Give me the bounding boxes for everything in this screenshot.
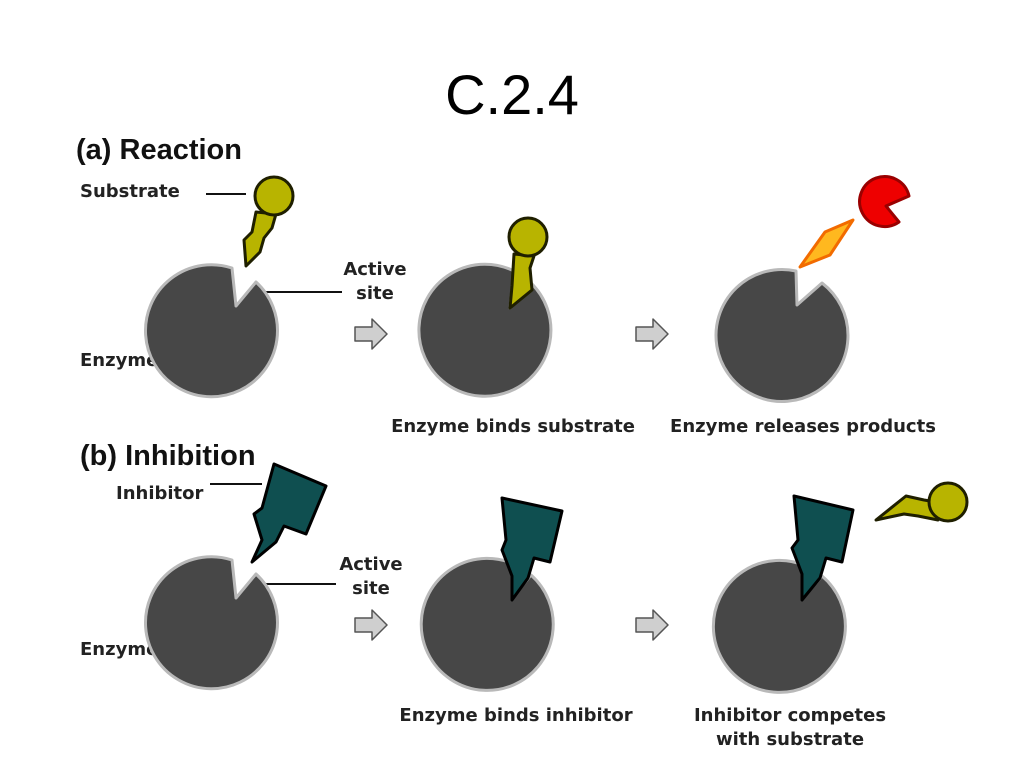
inhibitor-b3 bbox=[790, 494, 855, 602]
substrate-label: Substrate bbox=[80, 181, 180, 202]
arrow-a2 bbox=[635, 318, 669, 350]
enzyme-a2 bbox=[417, 262, 553, 398]
substrate-a1 bbox=[242, 175, 295, 268]
enzyme-label-a: Enzyme bbox=[80, 350, 159, 371]
active-site-label-b: Active site bbox=[339, 554, 403, 599]
enzyme-a1 bbox=[144, 263, 279, 399]
inhibition-heading: (b) Inhibition bbox=[80, 440, 256, 472]
substrate-a2 bbox=[507, 216, 549, 310]
arrow-a1 bbox=[354, 318, 388, 350]
caption-enzyme-binds-substrate: Enzyme binds substrate bbox=[391, 416, 635, 437]
enzyme-b3 bbox=[711, 558, 847, 694]
caption-enzyme-binds-inhibitor: Enzyme binds inhibitor bbox=[399, 705, 633, 726]
product-diamond bbox=[798, 218, 855, 269]
product-pacman bbox=[858, 175, 911, 229]
enzyme-b1 bbox=[144, 555, 279, 691]
active-site-label-a: Active site bbox=[343, 259, 407, 304]
inhibitor-b1 bbox=[250, 462, 328, 564]
enzyme-label-b: Enzyme bbox=[80, 639, 159, 660]
arrow-b1 bbox=[354, 609, 388, 641]
arrow-b2 bbox=[635, 609, 669, 641]
substrate-b3 bbox=[874, 481, 969, 523]
enzyme-a3 bbox=[714, 268, 850, 403]
caption-enzyme-releases-products: Enzyme releases products bbox=[670, 416, 936, 437]
reaction-heading: (a) Reaction bbox=[76, 134, 242, 166]
enzyme-b2 bbox=[419, 556, 555, 692]
inhibitor-b2 bbox=[500, 496, 564, 602]
slide-title: C.2.4 bbox=[445, 63, 579, 126]
caption-inhibitor-competes: Inhibitor competes with substrate bbox=[693, 705, 887, 750]
inhibitor-label: Inhibitor bbox=[116, 483, 204, 504]
